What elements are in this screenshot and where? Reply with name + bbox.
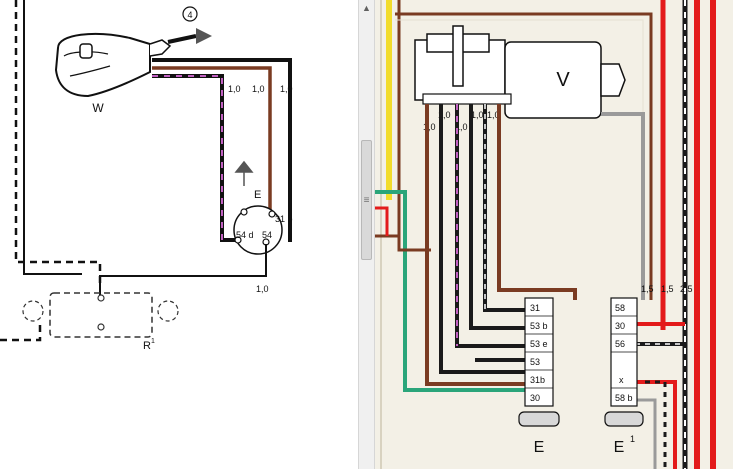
switch-e1-knob xyxy=(604,411,644,427)
scroll-up-arrow-icon[interactable]: ▲ xyxy=(362,3,371,13)
switch-e-knob xyxy=(518,411,560,427)
right-diagram: V 1,0 1,0 1,0 1,0 1,0 xyxy=(375,0,716,469)
dashed-wire-relay xyxy=(14,0,102,285)
motor-v-label: V xyxy=(556,69,570,91)
left-diagram-pane[interactable]: W 4 E 31 b 54 d 54 xyxy=(0,0,358,469)
motor-wire-size-2: 1,0 xyxy=(438,110,451,120)
wire-size-bottom: 1,0 xyxy=(256,284,269,294)
wire-black-violet xyxy=(152,74,238,242)
wire-size-1-5b: 1,5 xyxy=(661,284,674,294)
scroll-thumb[interactable]: ≡ xyxy=(361,140,372,260)
callout-circle-icon xyxy=(182,6,198,22)
scroll-grip-icon: ≡ xyxy=(363,194,370,206)
e-terminal-53: 53 xyxy=(530,357,540,367)
e-terminal-31: 31 xyxy=(530,303,540,313)
wiper-motor-body xyxy=(54,32,151,98)
motor-v: V xyxy=(414,25,626,119)
wire-size-2-5: 2,5 xyxy=(680,284,693,294)
wire-size-1: 1,0 xyxy=(228,84,241,94)
switch-e-right-label: E xyxy=(534,439,545,456)
e1-terminal-x: x xyxy=(619,375,624,385)
wire-size-1-5a: 1,5 xyxy=(641,284,654,294)
switch-ground-icon xyxy=(234,160,254,186)
right-diagram-pane[interactable]: V 1,0 1,0 1,0 1,0 1,0 xyxy=(375,0,733,469)
e1-terminal-56: 56 xyxy=(615,339,625,349)
e-terminal-30: 30 xyxy=(530,393,540,403)
e1-terminal-58: 58 xyxy=(615,303,625,313)
terminal-54d: 54 d xyxy=(236,230,254,240)
wire-gray xyxy=(601,112,645,300)
wiper-motor-label: W xyxy=(92,101,104,115)
switch-block-e1: 58 30 56 x 58 b E 1 xyxy=(604,297,644,456)
wire-size-2: 1,0 xyxy=(252,84,265,94)
switch-e-left: E 31 b 54 d 54 xyxy=(233,160,293,255)
relay-superscript: 1 xyxy=(151,338,155,345)
relay-body xyxy=(49,292,153,338)
motor-wire-size-5: 1,0 xyxy=(487,110,500,120)
switch-block-e: 31 53 b 53 e 53 31b 30 E xyxy=(518,297,560,456)
wiper-motor-w: W xyxy=(54,28,212,115)
wire-black-outer xyxy=(152,58,292,242)
switch-e-label: E xyxy=(254,189,261,201)
motor-wire-size-3: 1,0 xyxy=(455,122,468,132)
terminal-31b: 31 b xyxy=(275,214,293,224)
e1-terminal-58b: 58 b xyxy=(615,393,633,403)
wire-size-3: 1,0 xyxy=(280,84,293,94)
e-terminal-53e: 53 e xyxy=(530,339,548,349)
motor-wire-size-4: 1,0 xyxy=(471,110,484,120)
motor-wire-size-1: 1,0 xyxy=(423,122,436,132)
e-terminal-53b: 53 b xyxy=(530,321,548,331)
wire-left-vertical xyxy=(23,0,82,275)
e1-terminal-30: 30 xyxy=(615,321,625,331)
wire-violet-stripe xyxy=(152,75,223,240)
terminal-54: 54 xyxy=(262,230,272,240)
dashed-wire-bottom xyxy=(0,324,42,342)
callout-number: 4 xyxy=(187,10,192,20)
e-terminal-31b: 31b xyxy=(530,375,545,385)
ground-arrow-icon xyxy=(196,28,212,44)
switch-e-body xyxy=(233,205,283,255)
wire-to-relay xyxy=(99,244,267,296)
wire-brown-bundle xyxy=(425,104,525,386)
left-diagram: W 4 E 31 b 54 d 54 xyxy=(0,0,293,352)
wire-brown-top xyxy=(395,12,653,300)
vertical-scrollbar[interactable]: ▲ ≡ xyxy=(358,0,375,469)
wire-green xyxy=(375,190,525,392)
switch-e1-label: E xyxy=(614,439,625,456)
motor-v-body xyxy=(504,41,602,119)
wire-brown xyxy=(152,66,272,230)
relay-r1: R 1 xyxy=(22,292,179,352)
switch-e1-superscript: 1 xyxy=(630,434,635,444)
relay-label: R xyxy=(143,340,151,352)
